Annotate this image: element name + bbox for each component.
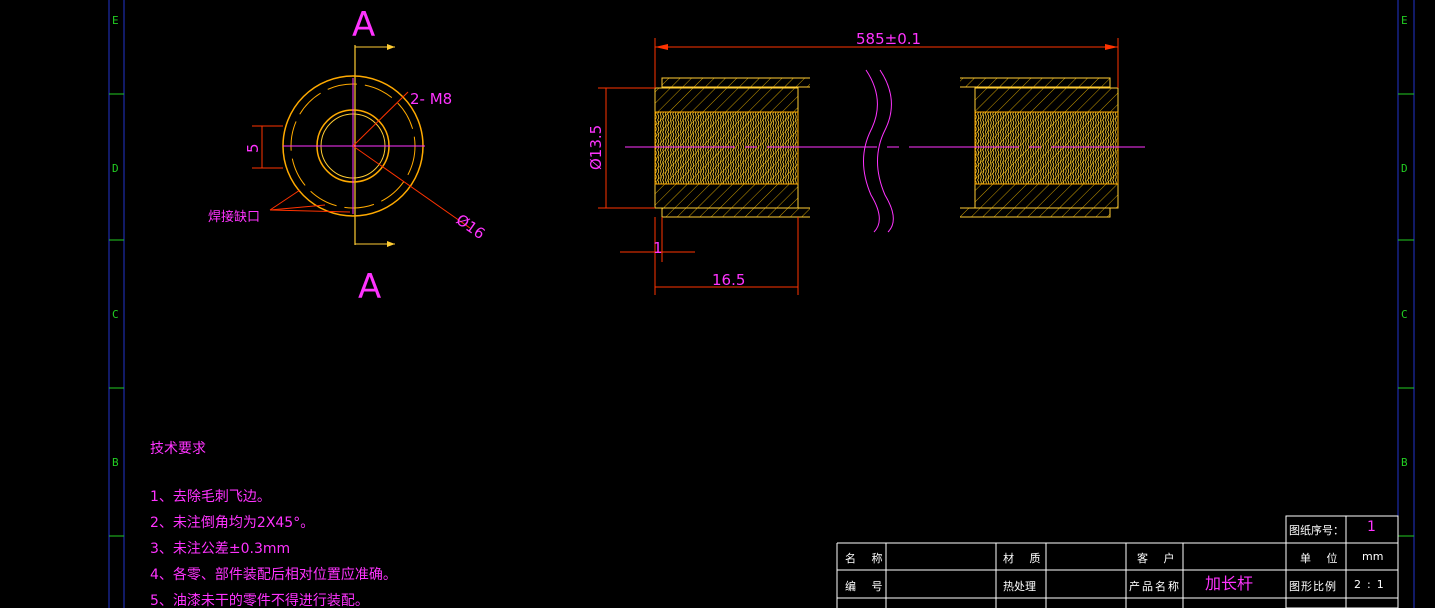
dia-13-5-label: Ø13.5	[587, 125, 605, 170]
zone-left-e: E	[112, 14, 119, 27]
unit-value: mm	[1362, 550, 1384, 563]
weld-notch-label: 焊接缺口	[208, 209, 260, 225]
drawing-no-label: 图纸序号：	[1289, 524, 1344, 537]
note-item: 2、未注倒角均为2X45°。	[150, 515, 315, 531]
heat-treatment-label: 热处理	[1003, 580, 1036, 593]
length-label: 585±0.1	[856, 30, 921, 48]
technical-requirements: 技术要求 1、去除毛刺飞边。 2、未注倒角均为2X45°。 3、未注公差±0.3…	[150, 436, 397, 608]
name-label: 名 称	[845, 552, 889, 565]
frame	[108, 0, 1415, 608]
number-label: 编 号	[845, 580, 889, 593]
diameter-16-label: Ø16	[453, 211, 489, 243]
drawing-no-value: 1	[1367, 519, 1382, 535]
product-name-value: 加长杆	[1205, 574, 1254, 593]
material-label: 材 质	[1003, 552, 1047, 565]
end-view[interactable]: A A 2- M8 Ø16 5 焊接缺口	[208, 5, 488, 307]
notes-title: 技术要求	[150, 441, 206, 457]
zone-right-d: D	[1401, 162, 1408, 175]
section-label-bottom: A	[358, 267, 381, 307]
note-item: 1、去除毛刺飞边。	[150, 489, 271, 505]
zone-right-e: E	[1401, 14, 1408, 27]
note-item: 5、油漆未干的零件不得进行装配。	[150, 593, 369, 608]
side-view[interactable]: 585±0.1 Ø13.5 1 16.5	[587, 30, 1145, 295]
product-name-label: 产品名称	[1129, 580, 1181, 593]
note-item: 3、未注公差±0.3mm	[150, 541, 291, 557]
customer-label: 客 户	[1137, 552, 1181, 565]
zone-left-c: C	[112, 308, 119, 321]
hole-label: 2- M8	[410, 90, 452, 108]
unit-label: 单 位	[1300, 552, 1344, 565]
zone-right-c: C	[1401, 308, 1408, 321]
zone-right-b: B	[1401, 456, 1408, 469]
dim-16-5-label: 16.5	[712, 271, 745, 289]
section-label-top: A	[352, 5, 375, 45]
zone-left-d: D	[112, 162, 119, 175]
scale-value: 2:1	[1354, 578, 1390, 591]
scale-label: 图形比例	[1289, 580, 1337, 593]
dim-1-label: 1	[653, 239, 663, 257]
note-item: 4、各零、部件装配后相对位置应准确。	[150, 567, 397, 583]
zone-left-b: B	[112, 456, 119, 469]
title-block-grid	[836, 515, 1399, 608]
dim-5-label: 5	[244, 143, 262, 153]
